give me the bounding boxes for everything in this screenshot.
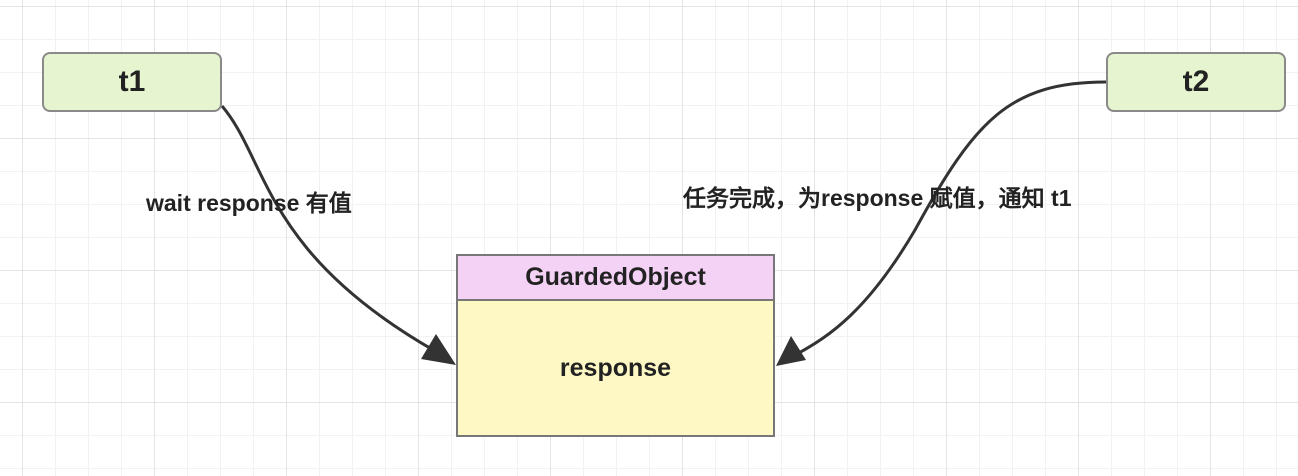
edge-label-t1: wait response 有值 (146, 190, 352, 216)
guarded-object-title: GuardedObject (458, 256, 773, 301)
arrow-t2-to-guarded (796, 80, 1107, 356)
thread-t2-box: t2 (1106, 52, 1286, 112)
arrowhead-t2 (776, 336, 806, 366)
thread-t1-box: t1 (42, 52, 222, 112)
arrow-t1-to-guarded (220, 105, 436, 353)
arrowhead-t1 (421, 334, 456, 365)
edge-label-t2: 任务完成，为response 赋值，通知 t1 (683, 185, 1072, 211)
guarded-object-field-response: response (559, 353, 672, 382)
guarded-object-class: GuardedObject response (456, 254, 775, 437)
